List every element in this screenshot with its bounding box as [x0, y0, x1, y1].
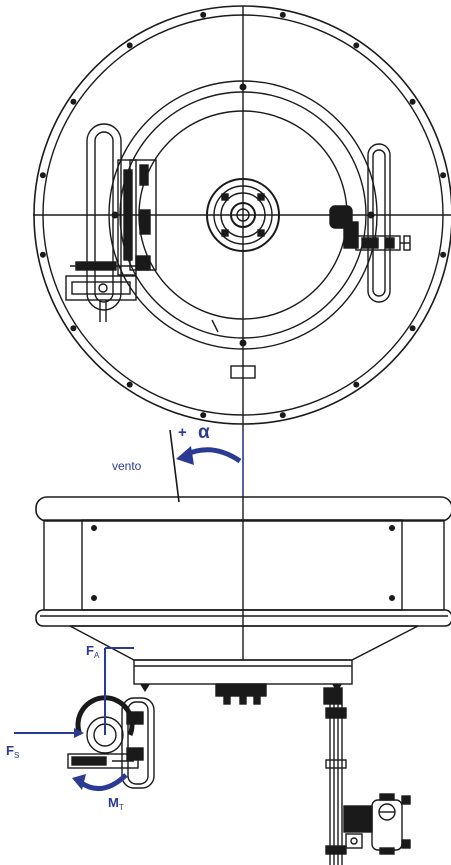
side-force-label: FS	[6, 743, 19, 760]
dish-front-view	[33, 5, 451, 430]
axial-force-subscript: A	[94, 651, 100, 660]
left-mount-bracket	[65, 123, 157, 322]
bolt	[39, 172, 46, 179]
wind-label: vento	[112, 459, 142, 473]
bolt	[126, 381, 133, 388]
side-mount-clamp	[67, 695, 155, 789]
rim-bolts	[39, 11, 447, 419]
side-force-arrowhead	[74, 728, 84, 738]
bolt	[409, 98, 416, 105]
force-vectors	[14, 647, 134, 792]
dish-back-cone	[69, 625, 419, 661]
bolt	[279, 11, 286, 18]
bolt	[440, 251, 447, 258]
mount-plate	[133, 659, 353, 685]
wind-direction-line	[169, 429, 180, 503]
wind-angle-indicator	[169, 429, 244, 503]
rotation-arrow	[183, 447, 242, 464]
drain-slot	[230, 365, 256, 379]
right-mount-bracket	[329, 143, 411, 303]
dish-hub	[206, 178, 280, 252]
dish-side-view	[35, 496, 451, 705]
bolt	[70, 98, 77, 105]
plus-sign-label: +	[178, 424, 187, 441]
torque-arrowhead	[72, 774, 86, 790]
torque-subscript: T	[119, 803, 124, 812]
bolt	[440, 172, 447, 179]
bolt	[70, 325, 77, 332]
bolt	[39, 251, 46, 258]
torque-label: MT	[108, 795, 124, 812]
radome-top-band	[35, 496, 451, 522]
bolt	[353, 42, 360, 49]
bolt	[126, 42, 133, 49]
rotation-arrowhead	[176, 446, 194, 465]
torque-arrow	[78, 773, 128, 792]
side-force-subscript: S	[14, 751, 19, 760]
diagram-labels: + α vento FA FS MT	[6, 422, 210, 812]
mast-pole	[323, 687, 411, 865]
bolt	[409, 325, 416, 332]
bolt	[200, 412, 207, 419]
bolt	[279, 412, 286, 419]
alpha-label: α	[198, 422, 210, 443]
bolt	[239, 83, 247, 91]
radome-body	[43, 519, 445, 611]
bolt	[200, 11, 207, 18]
bolt	[353, 381, 360, 388]
bolt	[239, 339, 247, 347]
axial-force-label: FA	[86, 643, 100, 660]
radome-panel	[81, 519, 403, 611]
